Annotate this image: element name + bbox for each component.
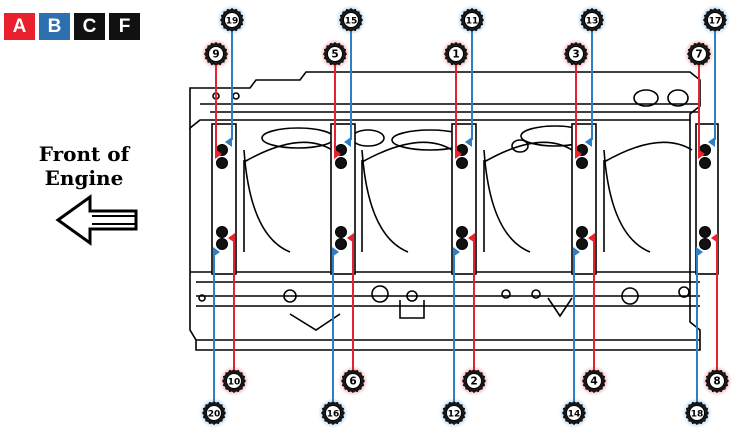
arrow-bottom-blue	[213, 247, 220, 257]
arrow-bottom-red	[588, 233, 595, 243]
bolt-number-label: 15	[345, 17, 358, 27]
arrow-top-red	[575, 149, 582, 159]
bolt-upper-inner	[456, 157, 468, 169]
front-label-line1: Front of	[38, 142, 130, 166]
arrow-bottom-blue	[573, 247, 580, 257]
bolt-callout-bottom-red: 10	[219, 366, 249, 396]
bolt-number-label: 18	[691, 410, 704, 420]
bolt-number-label: 8	[713, 376, 720, 388]
bolt-number-label: 5	[331, 49, 338, 61]
bolt-callout-top-red: 7	[684, 39, 714, 69]
front-arrow-icon	[55, 194, 138, 246]
bolt-callout-top-blue: 15	[336, 5, 366, 35]
bolt-lower-outer	[456, 238, 468, 250]
arrow-bottom-blue	[332, 247, 339, 257]
tab-a[interactable]: A	[4, 13, 35, 40]
bolt-number-label: 10	[228, 378, 241, 388]
bolt-upper-inner	[335, 157, 347, 169]
arrow-top-blue	[225, 137, 232, 147]
arrow-top-blue	[708, 137, 715, 147]
bolt-callout-bottom-red: 4	[579, 366, 609, 396]
bolt-lower-inner	[335, 226, 347, 238]
bolt-number-label: 14	[568, 410, 581, 420]
bolt-callout-top-blue: 11	[457, 5, 487, 35]
bolt-callout-top-red: 3	[561, 39, 591, 69]
arrow-bottom-blue	[696, 247, 703, 257]
bolt-lower-outer	[576, 238, 588, 250]
bolt-number-label: 7	[695, 49, 702, 61]
front-label-line2: Engine	[44, 166, 124, 190]
engine-variant-tabs: A B C F	[4, 13, 140, 40]
front-of-engine-label: Front of Engine	[14, 142, 154, 190]
bolt-number-label: 20	[208, 410, 221, 420]
arrow-bottom-red	[228, 233, 235, 243]
engine-block-outline	[189, 71, 701, 351]
arrow-top-red	[455, 149, 462, 159]
arrow-bottom-blue	[453, 247, 460, 257]
bolt-callout-top-red: 1	[441, 39, 471, 69]
bolt-callout-top-blue: 19	[217, 5, 247, 35]
bolt-number-label: 9	[212, 49, 219, 61]
bolt-callout-top-blue: 13	[577, 5, 607, 35]
bolt-lower-inner	[456, 226, 468, 238]
bolt-number-label: 6	[349, 376, 356, 388]
bolt-callout-bottom-blue: 18	[682, 398, 712, 428]
arrow-top-red	[215, 149, 222, 159]
bolt-lower-inner	[699, 226, 711, 238]
bolt-lower-inner	[576, 226, 588, 238]
arrow-top-red	[698, 149, 705, 159]
bolt-callout-bottom-blue: 20	[199, 398, 229, 428]
bolt-number-label: 2	[470, 376, 477, 388]
bolt-lower-inner	[216, 226, 228, 238]
arrow-top-blue	[465, 137, 472, 147]
arrow-bottom-red	[711, 233, 718, 243]
bolt-lower-outer	[216, 238, 228, 250]
bolt-callout-top-blue: 17	[700, 5, 730, 35]
tab-c[interactable]: C	[74, 13, 105, 40]
arrow-bottom-red	[468, 233, 475, 243]
bolt-callout-top-red: 9	[201, 39, 231, 69]
bolt-callout-bottom-blue: 12	[439, 398, 469, 428]
bolt-number-label: 4	[590, 376, 597, 388]
bolt-number-label: 1	[452, 49, 459, 61]
bolt-number-label: 3	[572, 49, 579, 61]
bolt-number-label: 19	[226, 17, 239, 27]
bolt-callout-bottom-red: 8	[702, 366, 732, 396]
bolt-lower-outer	[699, 238, 711, 250]
bolt-callout-bottom-blue: 16	[318, 398, 348, 428]
bolt-callout-top-red: 5	[320, 39, 350, 69]
bolt-lower-outer	[335, 238, 347, 250]
bolt-number-label: 17	[709, 17, 722, 27]
bolt-number-label: 11	[466, 17, 479, 27]
bolt-callout-bottom-red: 6	[338, 366, 368, 396]
arrow-bottom-red	[347, 233, 354, 243]
bolt-callout-bottom-blue: 14	[559, 398, 589, 428]
tab-b[interactable]: B	[39, 13, 70, 40]
bolt-number-label: 13	[586, 17, 599, 27]
bolt-number-label: 12	[448, 410, 461, 420]
arrow-top-red	[334, 149, 341, 159]
tab-f[interactable]: F	[109, 13, 140, 40]
arrow-top-blue	[344, 137, 351, 147]
bolt-number-label: 16	[327, 410, 340, 420]
bolt-upper-inner	[216, 157, 228, 169]
bolt-upper-inner	[699, 157, 711, 169]
arrow-top-blue	[585, 137, 592, 147]
bolt-upper-inner	[576, 157, 588, 169]
bolt-callout-bottom-red: 2	[459, 366, 489, 396]
